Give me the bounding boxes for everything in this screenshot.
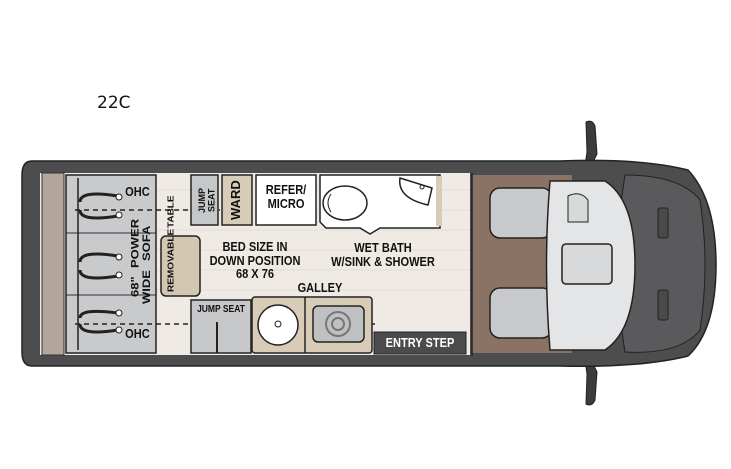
table-line1: REMOVABLE bbox=[166, 228, 177, 292]
wet-bath-line2: W/SINK & SHOWER bbox=[331, 253, 435, 269]
table-line2: TABLE bbox=[166, 195, 177, 228]
wet-bath-label: WET BATH W/SINK & SHOWER bbox=[318, 241, 448, 268]
bed-line2: DOWN POSITION bbox=[209, 252, 301, 268]
ward-label: WARD bbox=[228, 180, 243, 220]
power-sofa-label: 68" WIDE POWER SOFA bbox=[127, 219, 154, 304]
ohc-top-label: OHC bbox=[125, 184, 150, 199]
bed-line3: 68 X 76 bbox=[235, 266, 275, 282]
sofa-line1: 68" WIDE bbox=[128, 270, 153, 304]
jump-seat-bottom-label: JUMP SEAT bbox=[197, 304, 245, 315]
refer-line1: REFER/ bbox=[265, 182, 307, 197]
entry-step-label: ENTRY STEP bbox=[385, 335, 455, 350]
sofa-line2: POWER SOFA bbox=[128, 218, 153, 269]
removable-table-label: REMOVABLE TABLE bbox=[167, 195, 178, 292]
mirror-top-icon bbox=[584, 120, 598, 167]
refer-micro-label: REFER/ MICRO bbox=[256, 183, 316, 210]
galley-label: GALLEY bbox=[297, 280, 343, 295]
bed-line1: BED SIZE IN bbox=[222, 239, 288, 254]
bed-size-label: BED SIZE IN DOWN POSITION 68 X 76 bbox=[200, 240, 310, 281]
ohc-bottom-label: OHC bbox=[125, 326, 150, 341]
model-label: 22C bbox=[97, 93, 131, 113]
refer-line2: MICRO bbox=[267, 195, 305, 211]
wet-bath-line1: WET BATH bbox=[354, 240, 412, 255]
jump-seat-top-label: JUMP SEAT bbox=[197, 187, 217, 213]
